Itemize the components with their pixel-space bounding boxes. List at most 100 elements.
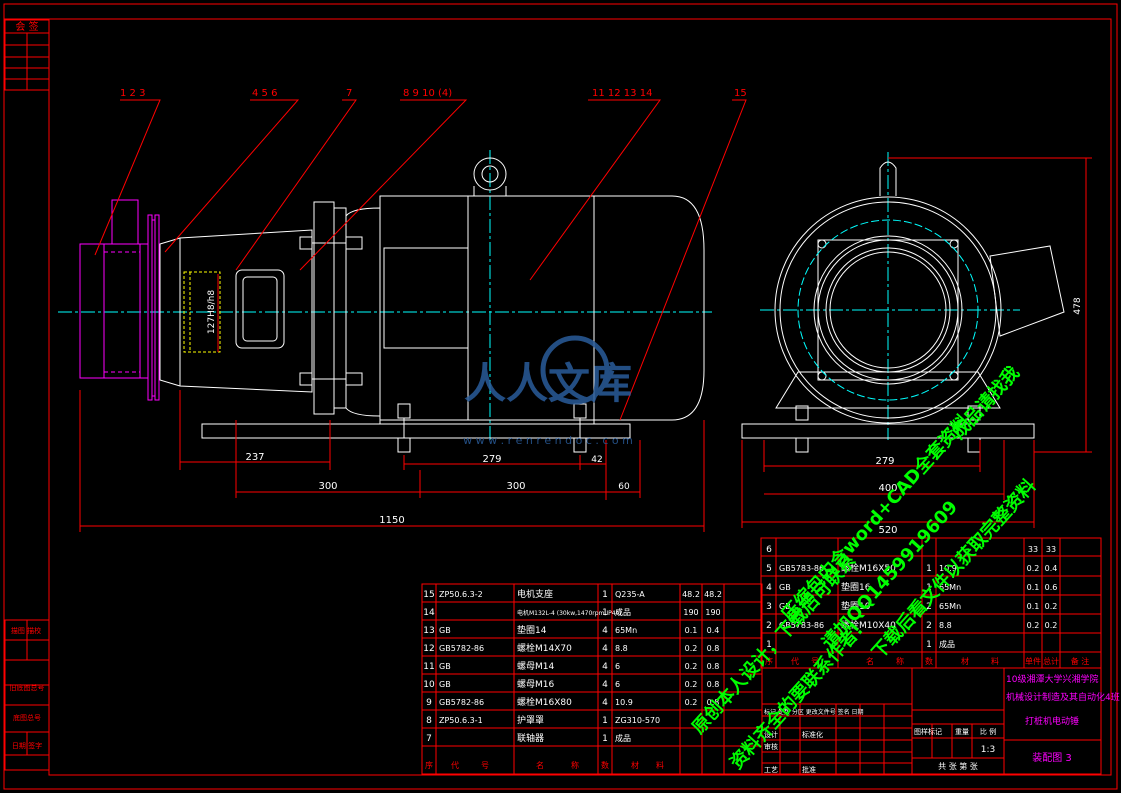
bom-header-cell: 料 xyxy=(991,656,999,666)
green-watermark-5: 资料齐全的要联系作者! xyxy=(725,619,867,774)
bom-weight-total: 190 xyxy=(705,608,720,617)
bom-weight-unit: 33 xyxy=(1028,545,1038,554)
bom-qty: 4 xyxy=(602,626,608,636)
bom-no: 12 xyxy=(423,644,434,654)
bom-code: GB xyxy=(779,602,791,611)
bom-header-cell: 代 xyxy=(791,656,799,666)
bom-no: 1 xyxy=(766,640,772,650)
watermark-site: w w w . r e n r e n d o c . c o m xyxy=(463,434,633,447)
bom-qty: 4 xyxy=(602,698,608,708)
dim-279-front: 279 xyxy=(482,454,501,465)
bom-weight-total: 0.8 xyxy=(707,698,720,707)
title-change-row: 标记 处数 分区 更改文件号 签名 日期 xyxy=(764,708,864,716)
front-view: 1 2 3 4 5 6 7 8 9 10 (4) 11 12 13 14 15 xyxy=(58,88,747,532)
title-scale: 1:3 xyxy=(981,745,995,755)
bom-no: 2 xyxy=(766,621,772,631)
bom-material: 成品 xyxy=(615,607,631,617)
side-view: 279 400 520 478 xyxy=(741,152,1092,536)
bom-qty: 2 xyxy=(926,621,932,631)
left-strip-a: 描图 描校 xyxy=(11,626,41,635)
bom-name: 垫圈14 xyxy=(517,624,547,636)
bom-weight-unit: 0.1 xyxy=(1027,583,1040,592)
bom-material: Q235-A xyxy=(615,590,645,599)
dim-478: 478 xyxy=(1073,297,1083,314)
bom-material: 65Mn xyxy=(615,626,637,635)
bom-header-cell: 数 xyxy=(925,656,933,666)
bom-header-cell: 号 xyxy=(811,657,819,666)
bom-qty: 2 xyxy=(926,602,932,612)
bom-code: GB xyxy=(439,680,451,689)
title-stage-label: 图样标记 xyxy=(914,727,942,736)
green-watermark-6: 成品请找我 xyxy=(947,362,1024,444)
title-school: 10级湘潭大学兴湘学院 xyxy=(1006,673,1098,685)
bom-right-table xyxy=(760,537,1102,669)
bom-name: 螺栓M16X50 xyxy=(841,562,896,574)
bom-code: GB xyxy=(439,662,451,671)
bom-qty: 1 xyxy=(602,734,608,744)
bom-weight-unit: 0.2 xyxy=(1027,564,1040,573)
bom-header-cell: 材 xyxy=(961,656,969,666)
bom-header-cell: 总计 xyxy=(1043,656,1059,666)
bom-material: 8.8 xyxy=(615,644,628,653)
bom-code: ZP50.6.3-1 xyxy=(439,716,483,725)
bom-no: 9 xyxy=(426,698,432,708)
bom-material: 6 xyxy=(615,662,620,671)
bom-code: GB5783-86 xyxy=(779,564,824,573)
bom-header-cell: 数 xyxy=(601,760,609,770)
watermark-brand: 人人文库 w w w . r e n r e n d o c . c o m xyxy=(463,335,633,447)
bom-code: GB5783-86 xyxy=(779,621,824,630)
bom-qty: 1 xyxy=(926,640,932,650)
title-block xyxy=(761,667,1102,775)
title-design: 设计 xyxy=(764,730,778,739)
bom-weight-unit: 0.1 xyxy=(1027,602,1040,611)
bom-qty: 1 xyxy=(602,590,608,600)
bom-weight-unit: 190 xyxy=(683,608,698,617)
bom-no: 15 xyxy=(423,590,434,600)
bom-qty: 1 xyxy=(926,564,932,574)
bom-header-cell: 代 xyxy=(451,760,459,770)
bom-material: 65Mn xyxy=(939,602,961,611)
bom-weight-total: 0.4 xyxy=(707,626,720,635)
leader-15: 15 xyxy=(734,88,747,99)
dim-1150: 1150 xyxy=(379,515,404,526)
bom-no: 14 xyxy=(423,608,435,618)
bom-name: 垫圈10 xyxy=(841,600,871,612)
dim-279-side: 279 xyxy=(875,456,894,467)
bom-no: 13 xyxy=(423,626,434,636)
bom-qty: 4 xyxy=(602,662,608,672)
bom-weight-total: 0.2 xyxy=(1045,602,1058,611)
bom-name: 电机M132L-4 (30kw,1470rpm,IP44) xyxy=(517,609,622,617)
bom-weight-total: 33 xyxy=(1046,545,1056,554)
bom-weight-unit: 0.2 xyxy=(685,698,698,707)
bom-material: 65Mn xyxy=(939,583,961,592)
bom-weight-unit: 0.1 xyxy=(685,626,698,635)
bom-weight-unit: 0.2 xyxy=(685,662,698,671)
drawing-frame xyxy=(3,3,1118,790)
bom-weight-unit: 0.2 xyxy=(685,680,698,689)
bom-header-cell: 名 xyxy=(866,656,874,666)
watermark-brand-text: 人人文库 xyxy=(464,359,632,408)
title-scale-label: 比 例 xyxy=(980,727,996,736)
bom-no: 10 xyxy=(423,680,435,690)
bom-header-cell: 材 xyxy=(631,760,639,770)
title-weight-label: 重量 xyxy=(955,728,969,736)
bom-code: GB5782-86 xyxy=(439,698,484,707)
dim-60: 60 xyxy=(618,482,630,492)
title-approve: 批准 xyxy=(802,765,816,774)
bom-header-cell: 序 xyxy=(765,656,773,666)
bom-weight-total: 0.6 xyxy=(1045,583,1058,592)
bom-material: 10.9 xyxy=(615,698,633,707)
bom-header-cell: 序 xyxy=(425,760,433,770)
bom-weight-total: 0.2 xyxy=(1045,621,1058,630)
dim-520: 520 xyxy=(878,525,897,536)
title-check: 审核 xyxy=(764,742,778,751)
bom-name: 垫圈16 xyxy=(841,581,871,593)
bom-header-cell: 名 xyxy=(536,760,544,770)
bom-weight-total: 0.8 xyxy=(707,680,720,689)
dim-400: 400 xyxy=(878,483,897,494)
bom-weight-total: 0.8 xyxy=(707,662,720,671)
bom-weight-total: 48.2 xyxy=(704,590,722,599)
dim-300-right: 300 xyxy=(506,481,525,492)
dim-237: 237 xyxy=(245,452,264,463)
